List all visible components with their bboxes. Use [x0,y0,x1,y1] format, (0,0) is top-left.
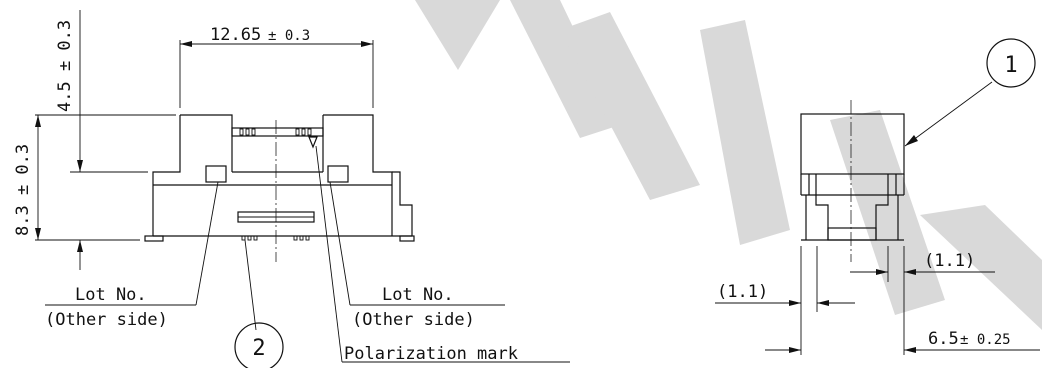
watermark-stroke-1 [415,0,500,70]
callout-1: 1 [1004,53,1017,78]
dim-4-5-value: 4.5 ± 0.3 [55,20,75,112]
arrow-6-5-right [904,347,916,353]
leader-part2 [244,239,257,331]
dim-width-tol: ± 0.3 [268,28,310,44]
lot-no-right: Lot No. [382,285,454,305]
arrow-8-3-top [35,115,41,127]
top-bar-pins [239,128,312,136]
side-top-body [800,113,905,175]
foot-right [399,235,415,242]
leader-part1 [904,81,993,147]
foot-left [144,235,164,242]
callout-circle-1 [986,38,1036,88]
dim-6-5-tol: ± 0.25 [960,332,1011,348]
lot-other-right: (Other side) [352,310,475,330]
watermark-stroke-6 [920,205,1042,330]
front-view [144,114,415,262]
watermark-stroke-3 [560,12,700,200]
lot-window-left [205,165,227,183]
arrow-1-1-right-b [904,269,916,275]
lot-other-left: (Other side) [45,310,168,330]
watermark-stroke-2 [510,0,620,138]
polarization-label: Polarization mark [344,344,518,364]
front-dimensions: 12.65 ± 0.3 4.5 ± 0.3 8.3 ± 0.3 [13,10,374,270]
watermark-stroke-4 [700,20,790,245]
side-step-left [815,174,829,240]
callout-circle-2 [234,322,284,368]
arrow-8-3-bottom [35,228,41,240]
dim-8-3-value: 8.3 ± 0.3 [13,144,33,236]
lot-no-left: Lot No. [75,285,147,305]
arrow-1-1-left-a [789,300,801,306]
callout-2: 2 [252,336,265,361]
arrow-6-5-left [789,347,801,353]
right-block-outline [323,114,393,236]
arrow-width-left [180,41,192,47]
top-bar [231,127,324,137]
watermark [415,0,1042,330]
arrow-1-1-left-b [817,300,829,306]
arrow-1-1-right-a [876,269,888,275]
leader-polarization [315,145,343,363]
right-flange [392,171,413,236]
dim-1-1-right: (1.1) [924,251,975,271]
arrow-4-5-lower [77,240,83,252]
arrow-width-right [361,41,373,47]
left-block-top [180,114,233,172]
leader-lot-right [329,181,351,306]
lot-window-right [327,165,349,183]
side-dimensions: (1.1) (1.1) 6.5 ± 0.25 [715,246,1040,355]
bottom-pins [241,235,310,241]
front-labels: Lot No. (Other side) Lot No. (Other side… [45,145,570,368]
side-view: 1 [800,38,1036,262]
side-step-right [875,174,889,240]
polarization-mark-shape [308,136,318,149]
leader-lot-left [195,181,219,306]
left-block-outline [152,115,181,236]
arrow-part1 [905,135,918,146]
side-bottom-recess [827,227,877,241]
watermark-stroke-5 [830,110,945,315]
arrow-4-5 [77,160,83,172]
dim-width-value: 12.65 [210,25,261,45]
dim-6-5-value: 6.5 [928,329,959,349]
dim-1-1-left: (1.1) [717,282,768,302]
